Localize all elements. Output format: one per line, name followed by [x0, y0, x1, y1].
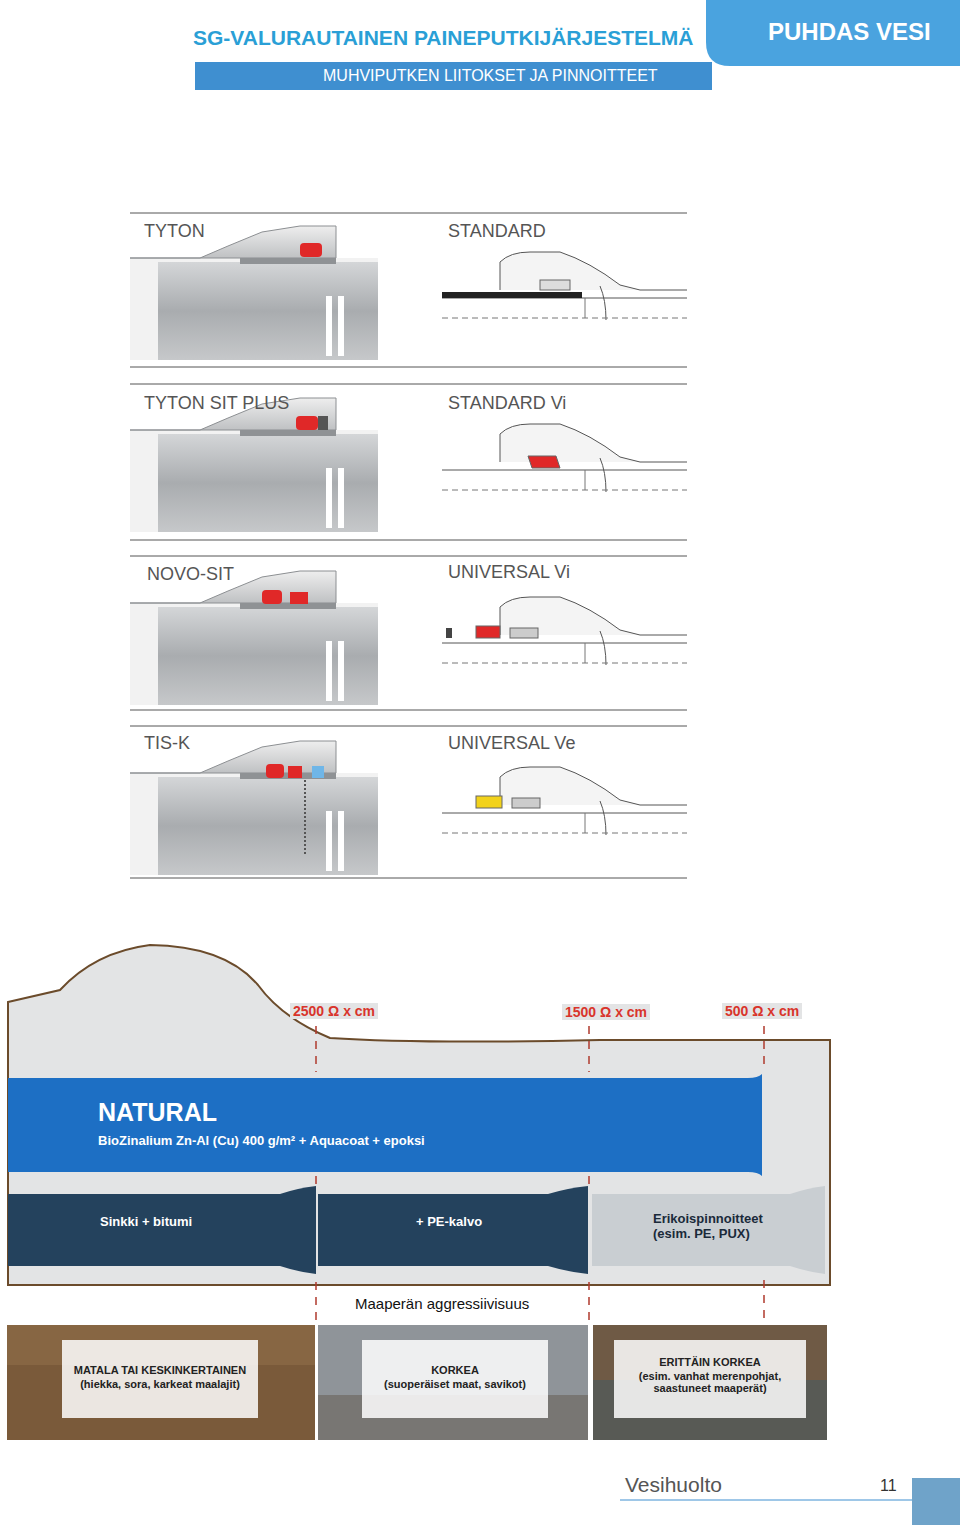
pipe-special-coating: Erikoispinnoitteet (esim. PE, PUX) [592, 1194, 790, 1266]
node-text: (hiekka, sora, karkeat maalajit) [66, 1378, 254, 1390]
pipe-natural: NATURAL BioZinalium Zn-Al (Cu) 400 g/m² +… [8, 1078, 738, 1172]
page-title: SG-VALURAUTAINEN PAINEPUTKIJÄRJESTELMÄ [193, 26, 694, 50]
joint-name: TYTON [144, 221, 205, 242]
joint-name: TYTON SIT PLUS [144, 393, 289, 414]
resistivity-value: 1500 Ω x cm [562, 1004, 650, 1020]
soil-box: KORKEA (suoperäiset maat, savikot) [362, 1340, 548, 1418]
node-text: BioZinalium Zn-Al (Cu) 400 g/m² + Aquaco… [98, 1133, 738, 1148]
node-text: Erikoispinnoitteet (esim. PE, PUX) [653, 1211, 777, 1241]
joint-name: STANDARD Vi [448, 393, 566, 414]
joint-name: UNIVERSAL Vi [448, 562, 570, 583]
pipe-pe-film: + PE-kalvo [318, 1194, 548, 1266]
joint-name: NOVO-SIT [147, 564, 234, 585]
node-text: MATALA TAI KESKINKERTAINEN [66, 1364, 254, 1376]
resistivity-value: 2500 Ω x cm [290, 1003, 378, 1019]
node-text: KORKEA [366, 1364, 544, 1376]
soil-box: MATALA TAI KESKINKERTAINEN (hiekka, sora,… [62, 1340, 258, 1418]
category-tab: PUHDAS VESI [706, 0, 960, 66]
joint-name: UNIVERSAL Ve [448, 733, 575, 754]
footer-text: Vesihuolto [625, 1473, 722, 1497]
joint-name: TIS-K [144, 733, 190, 754]
node-text: PUHDAS VESI [768, 18, 960, 46]
page-number: 11 [880, 1477, 897, 1495]
node-text: NATURAL [98, 1098, 738, 1127]
resistivity-value: 500 Ω x cm [722, 1003, 802, 1019]
node-text: + PE-kalvo [416, 1214, 548, 1229]
axis-label: Maaperän aggressiivisuus [355, 1295, 529, 1312]
joint-name: STANDARD [448, 221, 546, 242]
node-text: (esim. vanhat merenpohjat, saastuneet ma… [618, 1370, 802, 1394]
node-text: MUHVIPUTKEN LIITOKSET JA PINNOITTEET [323, 67, 712, 85]
section-bar: MUHVIPUTKEN LIITOKSET JA PINNOITTEET [195, 62, 712, 90]
node-text: ERITTÄIN KORKEA [618, 1356, 802, 1368]
soil-box: ERITTÄIN KORKEA (esim. vanhat merenpohjat… [614, 1340, 806, 1418]
node-text: Sinkki + bitumi [100, 1214, 280, 1229]
pipe-zinc-bitumen: Sinkki + bitumi [8, 1194, 280, 1266]
node-text: (suoperäiset maat, savikot) [366, 1378, 544, 1390]
